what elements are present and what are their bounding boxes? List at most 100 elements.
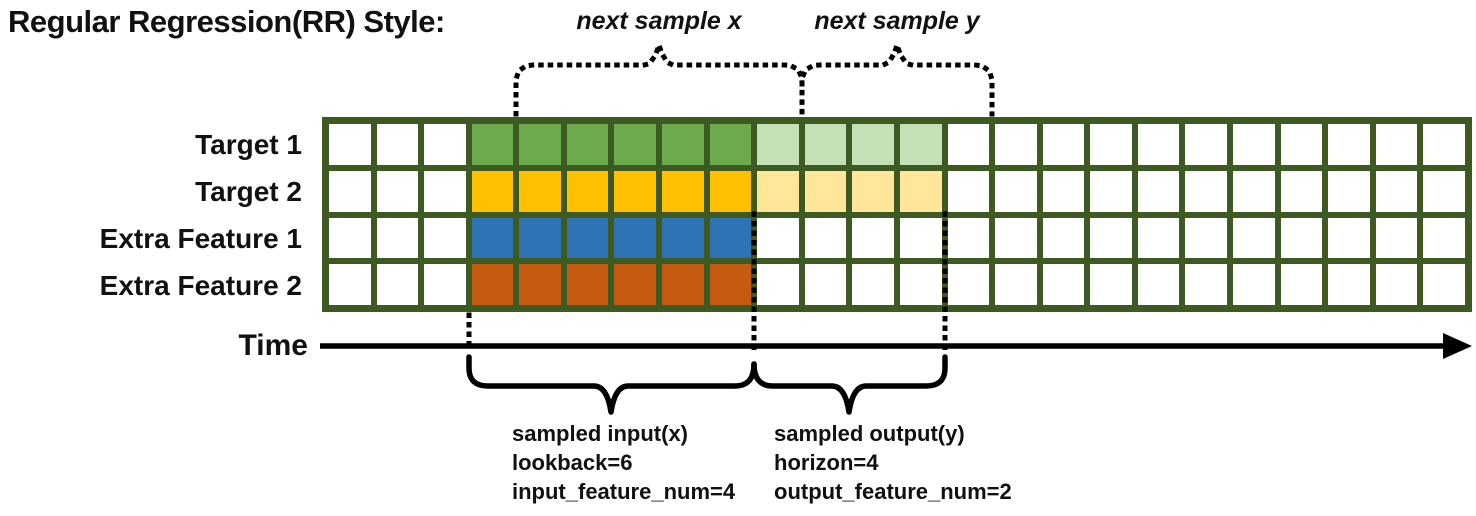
horizon-value: horizon=4: [774, 450, 879, 475]
row-label-target-2: Target 2: [195, 176, 302, 207]
grid-cell: [995, 217, 1037, 259]
grid-cell: [757, 124, 799, 165]
lookback-value: lookback=6: [512, 450, 633, 475]
grid-cell: [709, 170, 752, 212]
grid-cell: [1328, 170, 1370, 212]
grid-cell: [1090, 217, 1132, 259]
grid-cell: [1233, 217, 1275, 259]
sampled-output-title: sampled output(y): [774, 421, 965, 446]
grid-cell: [519, 217, 561, 259]
grid-cell: [1233, 124, 1275, 165]
output-feature-num: output_feature_num=2: [774, 479, 1012, 504]
grid-cell: [1233, 170, 1275, 212]
grid-cell: [1042, 170, 1085, 212]
grid-cell: [376, 217, 419, 259]
grid-cell: [1042, 124, 1085, 165]
grid-cell: [757, 170, 799, 212]
grid-cell: [852, 217, 894, 259]
grid-cell: [899, 264, 942, 305]
grid-cell: [1137, 170, 1180, 212]
grid-cell: [1280, 264, 1323, 305]
grid-cell: [899, 170, 942, 212]
grid-cell: [1423, 170, 1465, 212]
grid-cell: [614, 264, 657, 305]
grid-cell: [1185, 170, 1228, 212]
grid-cell: [376, 264, 419, 305]
row-label-extra-feature-2: Extra Feature 2: [99, 270, 302, 301]
grid-cell: [1090, 170, 1132, 212]
grid-cell: [662, 124, 704, 165]
grid-cell: [662, 264, 704, 305]
grid-cell: [376, 170, 419, 212]
grid-cell: [1185, 124, 1228, 165]
grid-cell: [662, 170, 704, 212]
grid: [322, 117, 1472, 312]
grid-cell: [947, 264, 990, 305]
grid-cell: [1185, 264, 1228, 305]
grid-cell: [947, 170, 990, 212]
grid-cell: [804, 264, 847, 305]
grid-cell: [1423, 264, 1465, 305]
grid-cell: [329, 124, 371, 165]
sampled-input-title: sampled input(x): [512, 421, 689, 446]
grid-cell: [709, 124, 752, 165]
sampled-input-brace-icon: [466, 354, 757, 415]
grid-cell: [757, 217, 799, 259]
grid-cell: [566, 170, 609, 212]
grid-cell: [1423, 217, 1465, 259]
grid-cell: [852, 264, 894, 305]
grid-cell: [1280, 217, 1323, 259]
grid-cell: [614, 124, 657, 165]
grid-cell: [852, 170, 894, 212]
grid-cell: [424, 264, 466, 305]
sampled-output-brace-icon: [751, 354, 948, 415]
grid-cell: [519, 170, 561, 212]
grid-cell: [519, 124, 561, 165]
next-sample-x-label: next sample x: [576, 7, 742, 35]
grid-cell: [329, 264, 371, 305]
grid-cell: [1375, 124, 1418, 165]
row-label-target-1: Target 1: [195, 129, 302, 160]
grid-cell: [1280, 124, 1323, 165]
grid-cell: [566, 264, 609, 305]
grid-cell: [1137, 124, 1180, 165]
grid-cell: [1042, 264, 1085, 305]
next-sample-y-brace-icon: [799, 36, 995, 117]
grid-cell: [471, 124, 514, 165]
grid-cell: [566, 124, 609, 165]
grid-cell: [424, 170, 466, 212]
grid-cell: [804, 170, 847, 212]
grid-cell: [519, 264, 561, 305]
grid-cell: [1328, 217, 1370, 259]
grid-cell: [471, 217, 514, 259]
sampled-output-block: sampled output(y) horizon=4 output_featu…: [774, 419, 1012, 506]
grid-cell: [1042, 217, 1085, 259]
page-title: Regular Regression(RR) Style:: [8, 4, 445, 39]
grid-cell: [614, 217, 657, 259]
grid-cell: [1375, 170, 1418, 212]
grid-cell: [852, 124, 894, 165]
grid-cell: [947, 217, 990, 259]
grid-cell: [947, 124, 990, 165]
grid-cell: [899, 217, 942, 259]
next-sample-x-brace-icon: [513, 36, 805, 117]
grid-cell: [1185, 217, 1228, 259]
input-feature-num: input_feature_num=4: [512, 479, 736, 504]
grid-cell: [471, 170, 514, 212]
grid-cell: [376, 124, 419, 165]
grid-cell: [1137, 264, 1180, 305]
grid-cell: [566, 217, 609, 259]
grid-cell: [1375, 264, 1418, 305]
sampled-input-block: sampled input(x) lookback=6 input_featur…: [512, 419, 735, 506]
grid-cell: [1137, 217, 1180, 259]
row-label-extra-feature-1: Extra Feature 1: [99, 223, 302, 254]
grid-cell: [329, 217, 371, 259]
grid-cell: [1090, 124, 1132, 165]
grid-cell: [1375, 217, 1418, 259]
grid-cell: [1423, 124, 1465, 165]
grid-cell: [1090, 264, 1132, 305]
grid-cell: [1328, 124, 1370, 165]
grid-cell: [995, 170, 1037, 212]
grid-cell: [329, 170, 371, 212]
